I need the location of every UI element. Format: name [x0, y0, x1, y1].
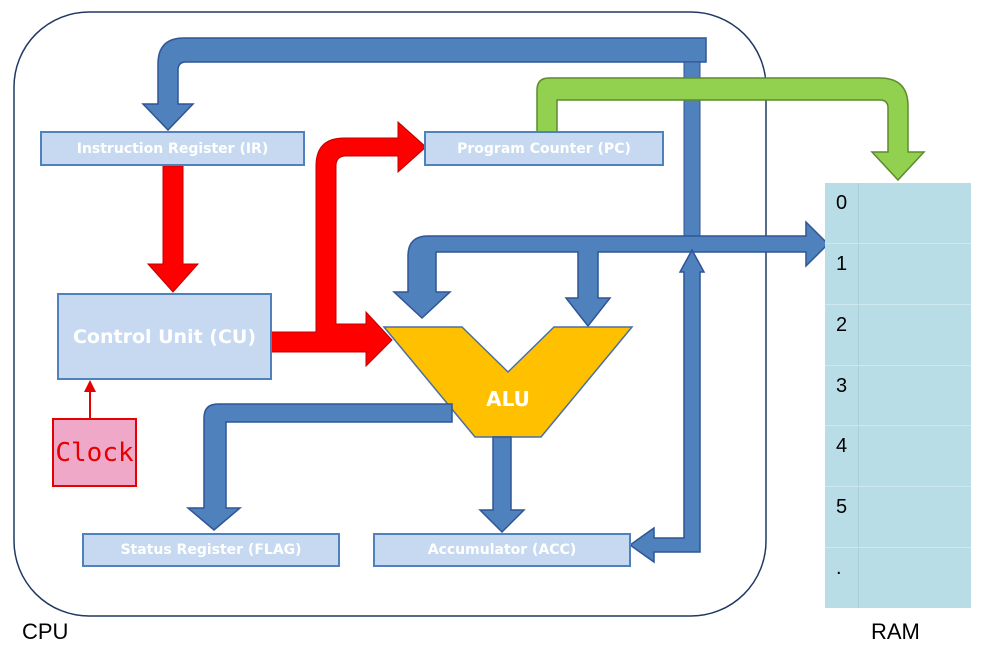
control-arrow-cu-to-alu-pc — [270, 120, 427, 368]
ram-row-divider — [825, 243, 971, 244]
instruction-register-label: Instruction Register (IR) — [76, 140, 269, 157]
ram-row-divider — [825, 547, 971, 548]
instruction-register: Instruction Register (IR) — [40, 131, 305, 166]
bus-arrow-alu-to-acc — [478, 436, 526, 534]
ram-block — [825, 183, 971, 608]
ram-address-ellipsis: . — [836, 557, 842, 579]
clock-signal-arrowhead — [84, 380, 96, 392]
ram-address-0: 0 — [836, 192, 848, 214]
bus-arrow-alu-to-flag — [185, 403, 453, 531]
ram-address-2: 2 — [836, 314, 848, 336]
bus-arrow-to-ram — [392, 220, 830, 328]
cpu-label: CPU — [22, 619, 69, 644]
control-unit: Control Unit (CU) — [57, 293, 272, 380]
bus-arrow-to-ir — [141, 37, 707, 132]
alu-label: ALU — [486, 387, 530, 411]
address-arrow-pc-to-ram — [536, 77, 926, 182]
ram-row-divider — [825, 365, 971, 366]
control-unit-label: Control Unit (CU) — [72, 325, 257, 348]
control-arrow-ir-to-cu — [146, 165, 200, 293]
program-counter-label: Program Counter (PC) — [457, 140, 631, 157]
accumulator: Accumulator (ACC) — [373, 533, 631, 567]
ram-row-divider — [825, 486, 971, 487]
program-counter: Program Counter (PC) — [424, 131, 664, 166]
accumulator-label: Accumulator (ACC) — [427, 542, 577, 558]
ram-column-divider — [858, 183, 859, 608]
status-register-label: Status Register (FLAG) — [120, 542, 302, 558]
ram-label: RAM — [871, 619, 920, 644]
ram-address-1: 1 — [836, 253, 848, 275]
bus-arrow-to-acc — [628, 248, 706, 564]
ram-address-5: 5 — [836, 496, 848, 518]
clock: Clock — [52, 418, 137, 487]
ram-address-4: 4 — [836, 435, 848, 457]
status-register: Status Register (FLAG) — [82, 533, 340, 567]
alu-shape — [382, 326, 634, 438]
ram-address-3: 3 — [836, 375, 848, 397]
ram-row-divider — [825, 304, 971, 305]
cpu-boundary — [13, 11, 767, 617]
clock-label: Clock — [55, 437, 134, 468]
ram-row-divider — [825, 425, 971, 426]
